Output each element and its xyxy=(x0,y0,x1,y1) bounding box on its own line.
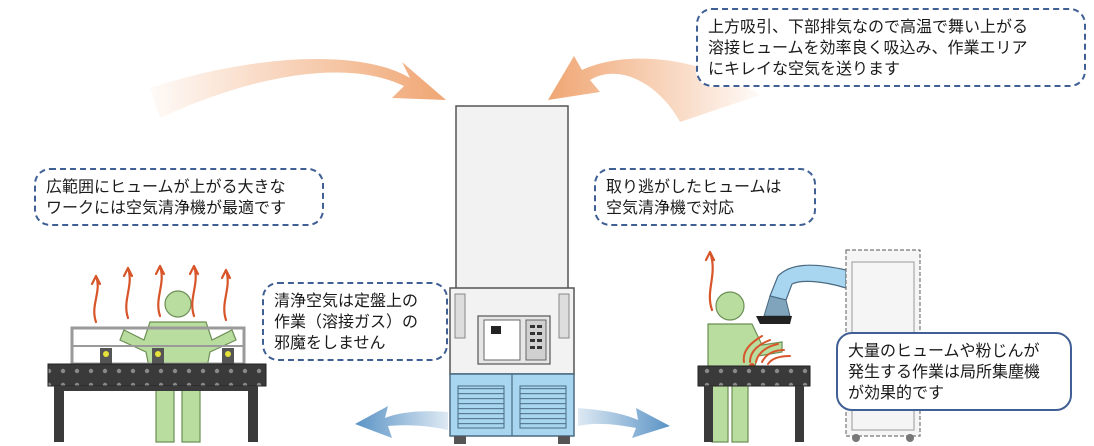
exhaust-arrow-left xyxy=(355,406,448,438)
air-cleaner-unit xyxy=(449,105,575,444)
callout-top-right-line-3: にキレイな空気を送ります xyxy=(708,59,901,78)
callout-center-right: 取り逃がしたヒュームは 空気清浄機で対応 xyxy=(594,168,816,226)
right-welding-table xyxy=(697,365,811,442)
callout-center-line-1: 清浄空気は定盤上の xyxy=(274,291,419,310)
left-workpiece-frame xyxy=(70,326,246,366)
left-fume-lines xyxy=(90,264,232,324)
callout-center: 清浄空気は定盤上の 作業（溶接ガス）の 邪魔をしません xyxy=(262,282,448,361)
callout-center-line-3: 邪魔をしません xyxy=(274,333,386,352)
callout-left-line-2: ワークには空気清浄機が最適です xyxy=(46,198,287,217)
callout-top-right: 上方吸引、下部排気なので高温で舞い上がる 溶接ヒュームを効率良く吸込み、作業エリ… xyxy=(696,8,1086,87)
callout-top-right-line-2: 溶接ヒュームを効率良く吸込み、作業エリア xyxy=(708,38,1028,57)
callout-bottom-right: 大量のヒュームや粉じんが 発生する作業は局所集塵機 が効果的です xyxy=(836,332,1072,411)
left-welding-table xyxy=(47,363,267,442)
callout-center-right-line-2: 空気清浄機で対応 xyxy=(606,198,735,217)
intake-arrow-left xyxy=(150,58,446,118)
callout-center-line-2: 作業（溶接ガス）の xyxy=(274,312,419,331)
right-worker xyxy=(707,291,783,443)
callout-top-right-line-1: 上方吸引、下部排気なので高温で舞い上がる xyxy=(708,17,1029,36)
callout-left: 広範囲にヒュームが上がる大きな ワークには空気清浄機が最適です xyxy=(34,168,324,226)
callout-bottom-right-line-3: が効果的です xyxy=(848,383,945,402)
right-fume-line xyxy=(704,250,716,312)
callout-center-right-line-1: 取り逃がしたヒュームは xyxy=(606,177,782,196)
callout-bottom-right-line-2: 発生する作業は局所集塵機 xyxy=(848,362,1041,381)
callout-bottom-right-line-1: 大量のヒュームや粉じんが xyxy=(848,341,1040,360)
callout-left-line-1: 広範囲にヒュームが上がる大きな xyxy=(46,177,286,196)
exhaust-arrow-right xyxy=(578,408,670,438)
